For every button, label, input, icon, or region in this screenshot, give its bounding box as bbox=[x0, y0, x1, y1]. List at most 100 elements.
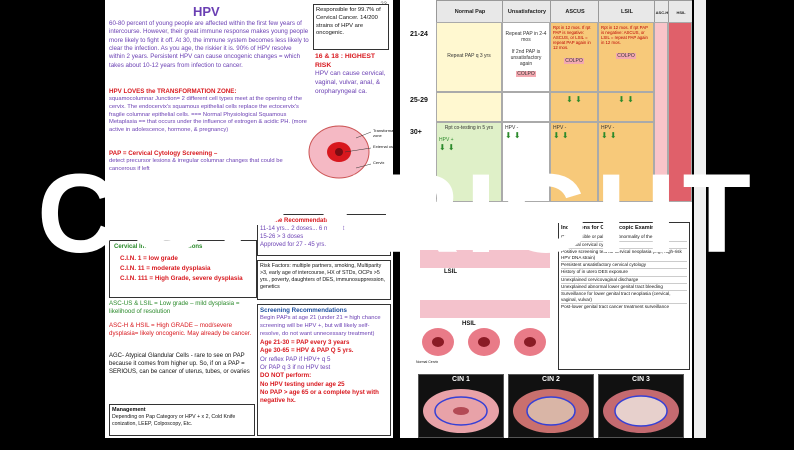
cell-text: Repeat PAP in 2-4 mos bbox=[505, 31, 547, 43]
table-cell: Rpt in 12 mos. If rpt PAP is negative: A… bbox=[598, 22, 654, 92]
indication-item: Positive screening test for cervical neo… bbox=[561, 249, 687, 263]
table-cell: HPV - ⬇ ⬇ bbox=[598, 122, 654, 202]
cin3-image bbox=[603, 389, 679, 433]
table-cell: Rpt in 12 mos. If rpt PAP is negative: A… bbox=[550, 22, 598, 92]
asc-h-text: ASC-H & HSIL = High GRADE – mod/severe d… bbox=[109, 322, 252, 338]
grade-item: C.I.N. 11 = moderate dysplasia bbox=[120, 265, 211, 272]
table-cell bbox=[502, 92, 550, 122]
intro-text: 60-80 percent of young people are affect… bbox=[109, 20, 309, 69]
risk-factors-box: Risk Factors: multiple partners, smoking… bbox=[257, 260, 391, 300]
down-arrow-icon: ⬇ ⬇ bbox=[566, 95, 582, 104]
down-arrow-icon: ⬇ ⬇ bbox=[601, 131, 617, 140]
cell-text: HPV - bbox=[601, 125, 615, 131]
colpo-badge: COLPO bbox=[564, 58, 584, 64]
cell-text: Rpt co-testing in 5 yrs bbox=[444, 125, 494, 131]
age-row-label: 30+ bbox=[410, 129, 422, 136]
cell-text: Repeat PAP q 3 yrs bbox=[447, 53, 491, 59]
zone-text: squamocolumnar Junction= 2 different cel… bbox=[109, 96, 307, 134]
cell-text: HPV + bbox=[439, 137, 454, 143]
vertical-scrollbar[interactable] bbox=[694, 0, 706, 438]
screening-heading: Screening Recommendations bbox=[260, 307, 347, 314]
agc-text: AGC- Atypical Glandular Cells - rare to … bbox=[109, 353, 250, 376]
risk-heading: 16 & 18 : HIGHEST RISK bbox=[315, 53, 376, 70]
table-cell: Repeat PAP q 3 yrs bbox=[436, 22, 502, 92]
column-header: Normal Pap bbox=[436, 0, 504, 24]
table-cell: ⬇ ⬇ bbox=[550, 92, 598, 122]
donot-line: No HPV testing under age 25 bbox=[260, 380, 345, 388]
vaccine-line: 15-26 > 3 doses bbox=[260, 234, 304, 241]
lesion-label: LSIL bbox=[444, 269, 457, 275]
indications-box: Indications for Colposcopic Examination … bbox=[558, 222, 690, 370]
donot-line: No PAP > age 65 or a complete hyst with … bbox=[260, 388, 379, 405]
cell-text: Rpt in 12 mos. If rpt PAP is negative: A… bbox=[553, 25, 591, 50]
risk-text: HPV can cause cervical, vaginal, vulvar,… bbox=[315, 70, 386, 95]
screening-box: Screening Recommendations Begin PAPs at … bbox=[257, 304, 391, 436]
grade-item: C.I.N. 1 = low grade bbox=[120, 255, 178, 262]
down-arrow-icon: ⬇ ⬇ bbox=[553, 131, 569, 140]
indication-item: Persistent unsatisfactory cervical cytol… bbox=[561, 262, 687, 270]
cin-grades-box: Cervical Intraepithelial Lesions C.I.N. … bbox=[109, 240, 257, 298]
cin2-image bbox=[513, 389, 589, 433]
lesion-label: Normal Cervix bbox=[416, 360, 439, 364]
vaccine-line: Vaccine Recommendations bbox=[260, 218, 338, 224]
indication-item: Unexplained cervicovaginal discharge bbox=[561, 277, 687, 284]
colpo-badge: COLPO bbox=[516, 71, 536, 77]
right-page: 24 21-24 25-29 30+ Normal Pap Unsatisfac… bbox=[400, 0, 692, 438]
indications-heading: Indications for Colposcopic Examination bbox=[561, 225, 668, 231]
table-cell bbox=[654, 22, 668, 202]
cell-text: If 2nd PAP is unsatisfactory again bbox=[510, 49, 542, 67]
cell-text: HPV - bbox=[553, 125, 567, 131]
pap-heading: PAP = Cervical Cytology Screening – bbox=[109, 150, 218, 157]
vaccine-line: Approved for 27 - 45 yrs. bbox=[260, 242, 327, 249]
cell-text: Rpt in 12 mos. If rpt PAP is negative: A… bbox=[601, 25, 648, 45]
indication-item: History of in utero DES exposure bbox=[561, 269, 687, 277]
colpo-badge: COLPO bbox=[616, 53, 636, 59]
left-page: 23 HPV 60-80 percent of young people are… bbox=[105, 0, 393, 438]
column-header: ASCUS bbox=[550, 0, 600, 24]
cin3-photo: CIN 3 bbox=[598, 374, 684, 438]
management-text: Depending on Pap Category or HPV + x 2, … bbox=[112, 414, 236, 428]
bottom-bar bbox=[0, 438, 794, 450]
page-title: HPV bbox=[193, 4, 220, 19]
indication-item: Grossly visible or palpable abnormality … bbox=[561, 234, 687, 242]
cin1-photo: CIN 1 bbox=[418, 374, 504, 438]
donot-heading: DO NOT perform: bbox=[260, 372, 312, 380]
age-row-label: 25-29 bbox=[410, 97, 428, 104]
column-header: HSIL bbox=[668, 0, 692, 24]
vaccine-box: Vaccine Recommendations 11-14 yrs... 2 d… bbox=[257, 214, 391, 256]
diagram-label: External os bbox=[373, 144, 393, 149]
screening-line: Or reflex PAP if HPV+ q 5 bbox=[260, 355, 331, 363]
indication-item: Unexplained abnormal lower genital tract… bbox=[561, 284, 687, 291]
table-cell: HPV - ⬇ ⬇ bbox=[502, 122, 550, 202]
screening-line: Age 21-30 = PAP every 3 years bbox=[260, 338, 350, 346]
indication-item: Abnormal cervical cytology bbox=[561, 242, 687, 249]
cin1-image bbox=[423, 389, 499, 433]
cin2-photo: CIN 2 bbox=[508, 374, 594, 438]
column-header: LSIL bbox=[598, 0, 656, 24]
diagram-label: Cervix bbox=[373, 160, 385, 165]
down-arrow-icon: ⬇ ⬇ bbox=[505, 131, 521, 140]
cell-text: HPV - bbox=[505, 125, 519, 131]
cervix-lesion-diagram: LSIL HSIL Normal Cervix bbox=[410, 210, 556, 370]
table-cell: Repeat PAP in 2-4 mos If 2nd PAP is unsa… bbox=[502, 22, 550, 92]
table-cell: Rpt co-testing in 5 yrs HPV + ⬇ ⬇ bbox=[436, 122, 502, 202]
zone-heading: HPV LOVES the TRANSFORMATION ZONE: bbox=[109, 88, 237, 95]
column-header: Unsatisfactory bbox=[502, 0, 552, 24]
cin-label: CIN 3 bbox=[632, 376, 650, 383]
asc-us-text: ASC-US & LSIL = Low grade – mild dysplas… bbox=[109, 300, 240, 316]
lesion-label: HSIL bbox=[462, 321, 476, 327]
indication-item: Post-lower genital tract cancer treatmen… bbox=[561, 304, 670, 310]
pap-text: detect precursor lesions & irregular col… bbox=[109, 158, 283, 172]
table-cell: ⬇ ⬇ bbox=[598, 92, 654, 122]
age-row-label: 21-24 bbox=[410, 31, 428, 38]
down-arrow-icon: ⬇ ⬇ bbox=[618, 95, 634, 104]
cin-label: CIN 2 bbox=[542, 376, 560, 383]
screening-line: Begin PAPs at age 21 (under 21 = high ch… bbox=[260, 315, 381, 337]
cervix-diagram bbox=[308, 125, 372, 179]
diagram-label: Transformation zone bbox=[373, 128, 393, 139]
screening-line: Age 30-65 = HPV & PAP Q 5 yrs. bbox=[260, 347, 354, 355]
management-box: Management Depending on Pap Category or … bbox=[109, 404, 255, 436]
screening-line: Or PAP q 3 if no HPV test bbox=[260, 363, 331, 371]
stat-text: Responsible for 99.7% of Cervical Cancer… bbox=[316, 7, 381, 37]
stat-box: Responsible for 99.7% of Cervical Cancer… bbox=[313, 4, 389, 50]
